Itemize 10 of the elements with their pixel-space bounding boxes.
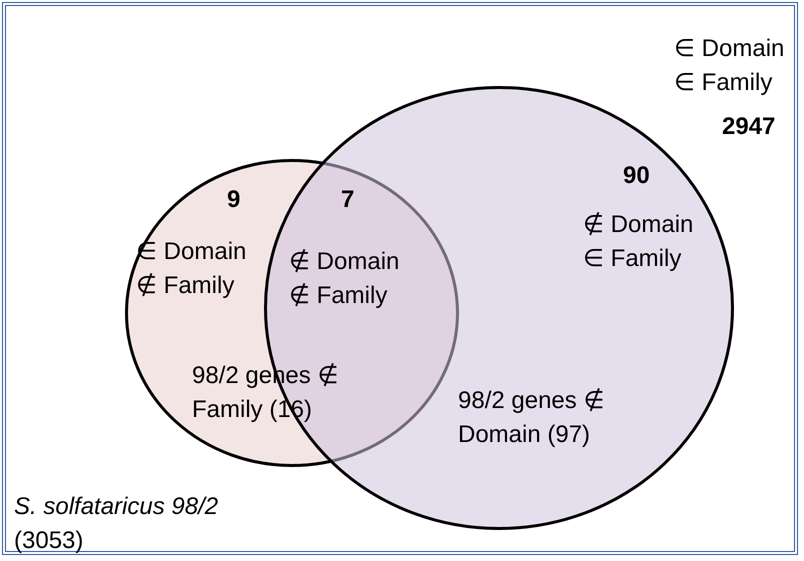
- frame-border: [2, 2, 798, 555]
- count-label: 9: [227, 185, 242, 215]
- count-label: 90: [623, 161, 651, 191]
- region-label: ∉ Domain ∈ Family: [583, 210, 694, 274]
- set-description: ∈ Domain ∈ Family: [674, 34, 786, 98]
- region-label: ∉ Domain ∉ Family: [289, 247, 400, 311]
- count-label: 7: [341, 185, 356, 215]
- set-label: S. solfataricus 98/2 (3053): [14, 492, 220, 556]
- count-label: 2947: [722, 112, 776, 142]
- set-description: 98/2 genes ∉ Domain (97): [458, 386, 606, 450]
